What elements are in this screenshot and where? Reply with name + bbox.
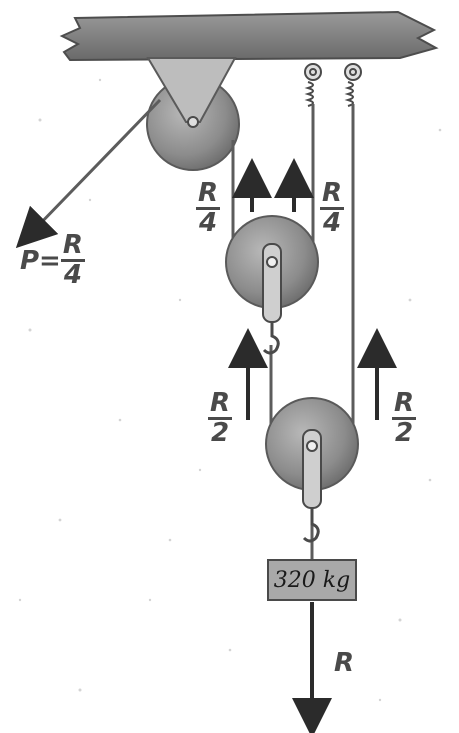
ceiling-beam — [59, 10, 439, 62]
effort-fraction: R 4 — [60, 230, 85, 290]
fixed-pulley-bracket — [146, 57, 237, 123]
left-ceiling-eyelet — [304, 63, 322, 107]
lower-left-force-label: R 2 — [208, 388, 233, 448]
load-force-label: R — [334, 648, 355, 678]
weight-block — [267, 559, 357, 601]
lower-right-force-label: R 2 — [392, 388, 417, 448]
effort-rope — [34, 98, 162, 230]
weight-label: 320 kg — [273, 567, 351, 593]
force-arrows — [15, 158, 397, 733]
effort-label: P= R 4 — [20, 232, 85, 289]
lower-hook — [302, 508, 320, 543]
effort-arrow — [15, 205, 59, 249]
lower-pulley-axle — [306, 440, 318, 452]
upper-right-force-label: R 4 — [320, 178, 345, 238]
right-ceiling-eyelet — [344, 63, 362, 107]
upper-left-force-label: R 4 — [196, 178, 221, 238]
background-speckles — [18, 78, 442, 702]
effort-prefix: P= — [20, 245, 61, 276]
fixed-pulley-axle — [187, 116, 199, 128]
middle-pulley-strap — [262, 243, 282, 323]
middle-pulley-axle — [266, 256, 278, 268]
